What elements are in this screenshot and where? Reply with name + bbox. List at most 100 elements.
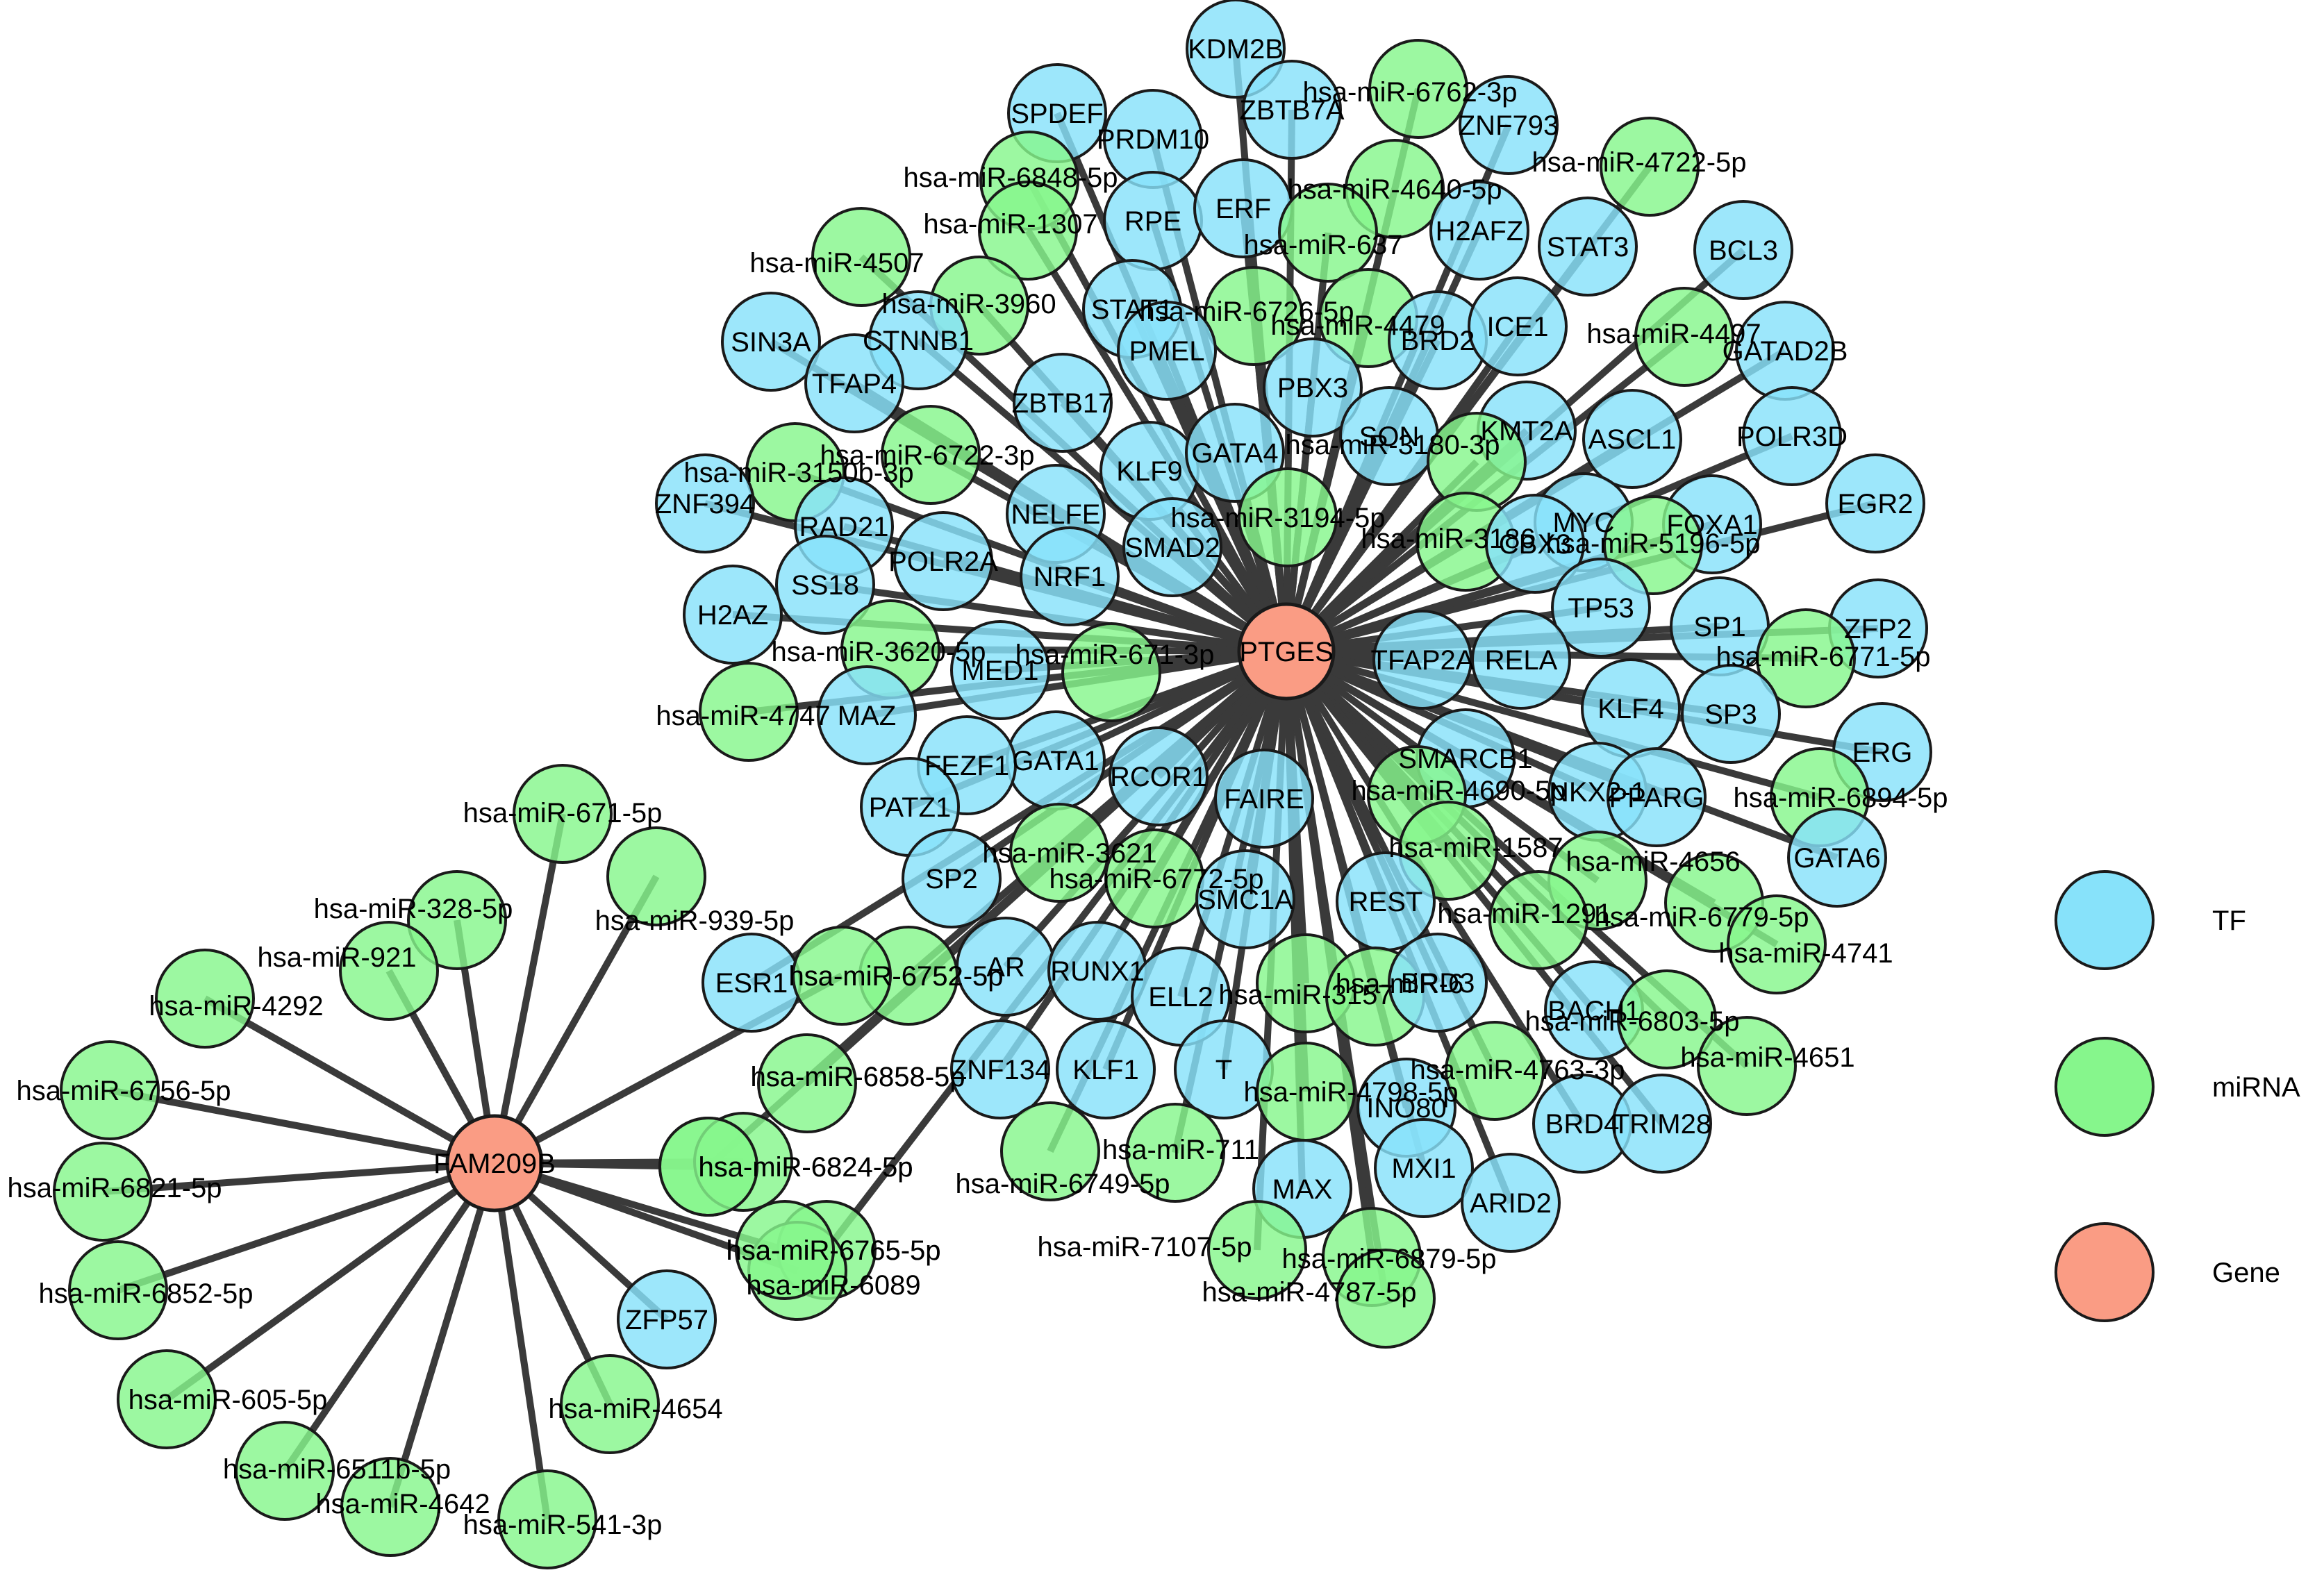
node-mxi1 [1374,1118,1474,1218]
label-ice1: ICE1 [1487,312,1549,342]
label-foxa1: FOXA1 [1666,510,1757,540]
node-hsa-mir-4651 [1697,1016,1797,1116]
node-bcl3 [1693,200,1793,300]
label-pbx3: PBX3 [1277,373,1348,403]
label-gatad2b: GATAD2B [1723,336,1848,367]
label-znf134: ZNF134 [950,1055,1051,1085]
label-hsa-mir-6772-5p: hsa-miR-6772-5p [1049,864,1263,894]
edge-ptges-hsa-mir-6848-5p [1026,178,1290,653]
node-stat3 [1538,197,1638,297]
label-t: T [1215,1055,1232,1085]
node-ice1 [1468,276,1568,376]
label-hsa-mir-4787-5p: hsa-miR-4787-5p [1202,1277,1416,1308]
node-znf394 [655,453,755,553]
label-hsa-mir-4642: hsa-miR-4642 [315,1489,490,1519]
label-hsa-mir-3194-5p: hsa-miR-3194-5p [1170,503,1385,533]
label-pmel: PMEL [1129,336,1205,367]
label-hsa-mir-4479: hsa-miR-4479 [1270,310,1445,341]
label-prdm10: PRDM10 [1097,124,1209,155]
label-erf: ERF [1215,194,1271,224]
node-sin3a [721,292,821,392]
label-hsa-mir-6749-5p: hsa-miR-6749-5p [955,1169,1170,1199]
label-hsa-mir-6879-5p: hsa-miR-6879-5p [1281,1244,1496,1274]
node-hsa-mir-4642 [340,1457,440,1557]
label-hsa-mir-6: hsa-miR-6 [1336,969,1463,999]
node-polr3d [1742,386,1842,486]
node-hsa-mir-6756-5p [60,1040,160,1140]
label-h2afz: H2AFZ [1436,216,1524,247]
label-tfap2a: TFAP2A [1371,645,1475,676]
label-esr1: ESR1 [715,968,788,999]
label-sp3: SP3 [1704,699,1757,730]
label-hsa-mir-3157: hsa-miR-3157 [1218,980,1393,1010]
label-zbtb7a: ZBTB7A [1239,95,1344,126]
label-nkx2-1: NKX2-1 [1549,777,1646,808]
label-brd3: BRD3 [1401,968,1475,999]
node-hsa-mir-671-3p [1061,622,1161,722]
edge-fam209b-hsa-mir-6765-5p [493,1160,786,1253]
label-hsa-mir-4497: hsa-miR-4497 [1586,319,1761,349]
node-hsa-mir-3194-5p [1238,467,1338,567]
label-brd4: BRD4 [1545,1109,1620,1140]
node-ascl1 [1582,389,1682,489]
node-tfap4 [804,333,904,433]
label-hsa-mir-6722-3p: hsa-miR-6722-3p [820,440,1034,471]
label-hsa-mir-1307: hsa-miR-1307 [923,209,1097,240]
label-hsa-mir-637: hsa-miR-637 [1244,230,1403,260]
label-arid2: ARID2 [1470,1188,1552,1219]
edge-fam209b-hsa-mir-4642 [387,1162,498,1508]
node-hsa-mir-3621 [1009,803,1109,903]
node-hsa-mir-4507 [811,207,911,307]
label-smad2: SMAD2 [1124,533,1220,563]
label-pparg: PPARG [1609,783,1704,813]
node-layer: KDM2BSPDEFPRDM10ZBTB7Ahsa-miR-6762-3pZNF… [7,0,1948,1569]
label-hsa-mir-6803-5p: hsa-miR-6803-5p [1525,1006,1739,1037]
node-hsa-mir-7107-5p [1207,1200,1307,1300]
label-hsa-mir-671-3p: hsa-miR-671-3p [1015,640,1215,670]
edge-fam209b-hsa-mir-6852-5p [117,1160,496,1294]
node-pbx3 [1263,337,1363,437]
node-hsa-mir-939-5p [606,826,706,926]
label-hsa-mir-6858-5p: hsa-miR-6858-5p [750,1062,965,1092]
node-rela [1471,610,1571,710]
edge-ptges-ice1 [1283,324,1521,653]
label-hsa-mir-4507: hsa-miR-4507 [749,248,924,278]
node-smc1a [1195,849,1295,949]
label-ascl1: ASCL1 [1588,424,1677,455]
label-hsa-mir-4722-5p: hsa-miR-4722-5p [1532,147,1746,178]
label-znf793: ZNF793 [1459,110,1559,141]
label-med1: MED1 [961,656,1038,686]
label-hsa-mir-6765-5p: hsa-miR-6765-5p [726,1235,940,1266]
node-hsa-mir-6771-5p [1756,608,1856,708]
node-hsa-mir-6511b-5p [235,1421,335,1521]
legend-label-gene: Gene [2212,1258,2280,1288]
hub-label-ptges: PTGES [1239,637,1334,667]
node-gata6 [1787,808,1887,908]
legend-swatch-tf [2055,870,2155,970]
label-ss18: SS18 [791,570,859,601]
label-trim28: TRIM28 [1613,1109,1711,1140]
node-sp3 [1681,664,1781,764]
label-hsa-mir-6894-5p: hsa-miR-6894-5p [1733,783,1948,813]
edge-fam209b-hsa-mir-6821-5p [102,1160,495,1195]
label-hsa-mir-6726-5p: hsa-miR-6726-5p [1139,297,1354,327]
label-hsa-mir-3150b-3p: hsa-miR-3150b-3p [683,458,913,488]
edge-ptges-gata6 [1285,648,1839,861]
node-brd3 [1388,933,1488,1033]
node-rcor1 [1109,726,1209,826]
label-sp2: SP2 [925,864,978,894]
label-hsa-mir-6756-5p: hsa-miR-6756-5p [16,1076,231,1106]
label-hsa-mir-4292: hsa-miR-4292 [149,991,323,1022]
node-hsa-mir-4747 [699,662,799,762]
label-hsa-mir-5196-5p: hsa-miR-5196-5p [1545,528,1760,559]
label-hsa-mir-328-5p: hsa-miR-328-5p [314,894,513,924]
node-znf134 [950,1019,1050,1119]
label-gata4: GATA4 [1191,438,1278,469]
node-hsa-mir-541-3p [497,1469,597,1569]
label-spdef: SPDEF [1011,99,1103,129]
node-hsa-mir-6858-5p [658,1117,758,1217]
label-hsa-mir-6824-5p: hsa-miR-6824-5p [698,1152,913,1183]
node-smad2 [1122,497,1222,597]
label-smc1a: SMC1A [1197,885,1293,915]
label-hsa-mir-4651: hsa-miR-4651 [1680,1042,1854,1073]
